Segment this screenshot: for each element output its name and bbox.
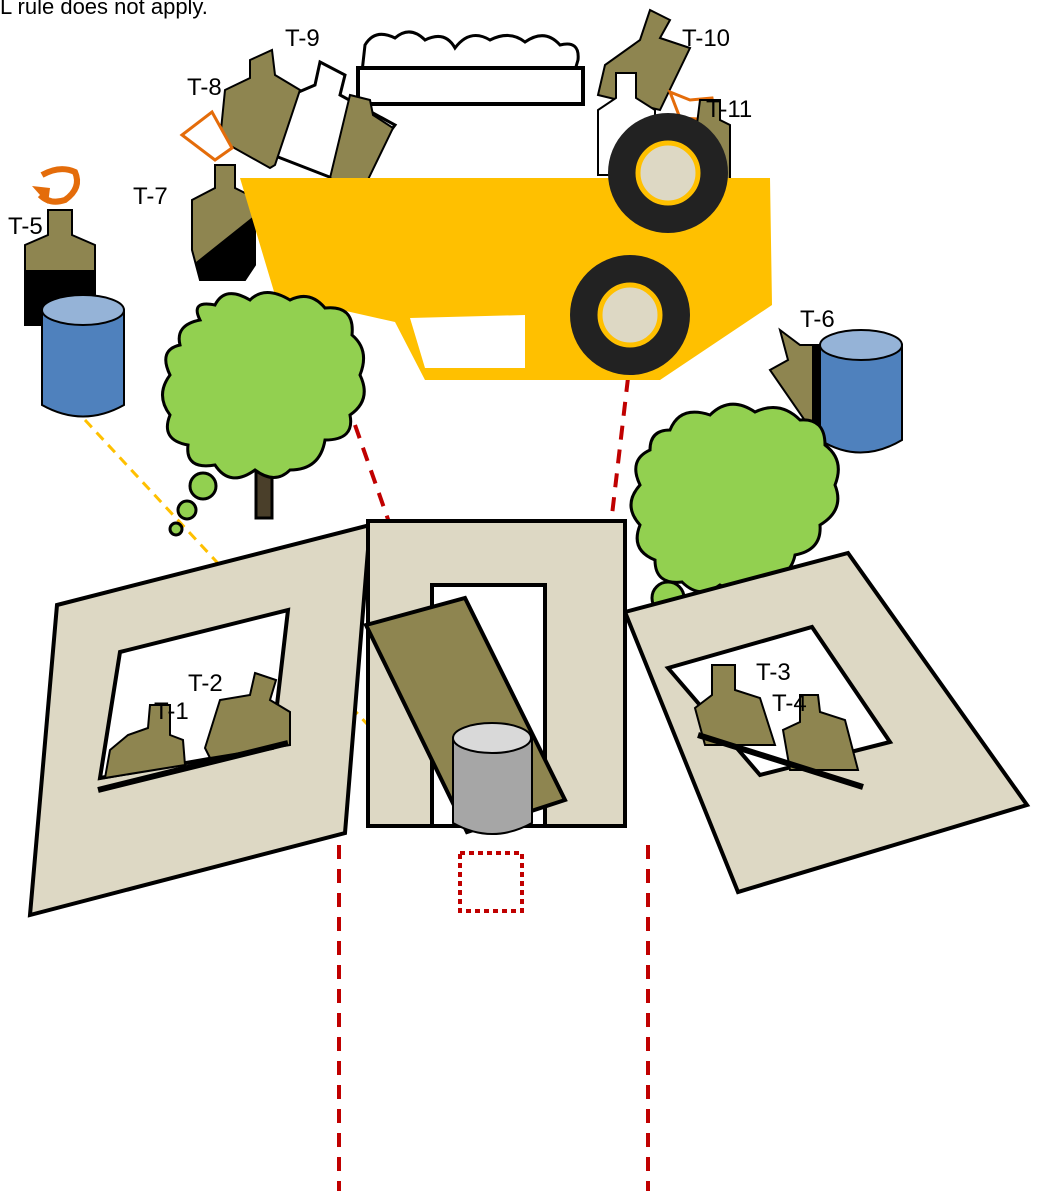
- hard-cover-bar-right: [697, 732, 864, 790]
- start-position-box: [458, 851, 524, 913]
- barrel-blue-right: [819, 329, 903, 454]
- barrel-gray-start: [452, 722, 533, 835]
- hard-cover-bar-left: [97, 740, 289, 793]
- backstop-box: [356, 66, 585, 106]
- label-t10: T-10: [682, 25, 731, 52]
- label-t4: T-4: [772, 690, 807, 717]
- label-t2: T-2: [188, 670, 223, 697]
- wall-left: [27, 522, 373, 918]
- vehicle-window: [410, 315, 525, 368]
- fault-line-right-upper: [610, 377, 630, 516]
- target-t1: [103, 704, 187, 780]
- label-t3: T-3: [756, 659, 791, 686]
- label-t11: T-11: [706, 96, 753, 123]
- barrel-blue-left: [41, 294, 125, 418]
- label-t1: T-1: [154, 698, 189, 725]
- no-shoot-target-orange-left: [179, 109, 234, 162]
- fault-lines: [337, 377, 650, 1191]
- rotate-arrow-icon: [32, 166, 80, 205]
- target-t7-hardcover: [196, 215, 255, 280]
- fault-line-left-upper: [353, 424, 392, 526]
- label-t8: T-8: [187, 74, 222, 101]
- backstop-cloud: [360, 30, 580, 74]
- label-t5: T-5: [8, 213, 43, 240]
- target-t3: [693, 664, 777, 746]
- label-t7: T-7: [133, 183, 168, 210]
- vehicle-wheel-upper: [608, 113, 728, 233]
- stage-note: L rule does not apply.: [0, 0, 208, 19]
- target-t8: [218, 48, 302, 170]
- tree-left: [161, 291, 366, 537]
- target-t4: [781, 694, 860, 771]
- label-t9: T-9: [285, 25, 320, 52]
- label-t6: T-6: [800, 306, 835, 333]
- vehicle-wheel-lower: [570, 255, 690, 375]
